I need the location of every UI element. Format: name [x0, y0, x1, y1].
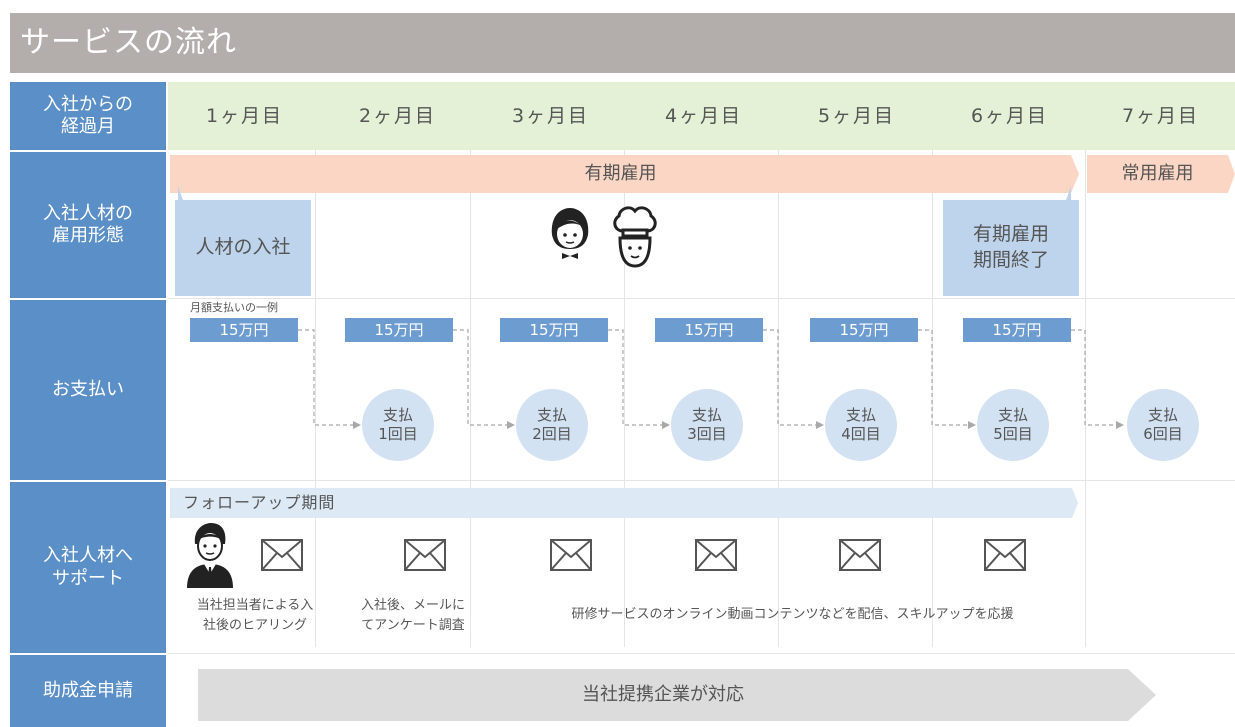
payment-amount: 15万円: [655, 318, 763, 342]
regular-employment-label: 常用雇用: [1121, 163, 1194, 184]
installment-circle: 支払 4回目: [825, 389, 897, 461]
installment-circle: 支払 2回目: [516, 389, 588, 461]
installment-circle: 支払 1回目: [362, 389, 434, 461]
grid-hline: [168, 653, 1235, 654]
row-header-employment: 入社人材の 雇用形態: [10, 152, 166, 298]
installment-circle: 支払 5回目: [977, 389, 1049, 461]
grid-hline: [168, 480, 1235, 481]
grid-vline: [778, 150, 779, 647]
payment-amount: 15万円: [500, 318, 608, 342]
fixed-term-label: 有期雇用: [584, 163, 657, 184]
grid-vline: [1085, 150, 1086, 647]
hire-box: 人材の入社: [175, 200, 311, 296]
subsidy-arrow: [198, 669, 1156, 721]
support-note-survey: 入社後、メールに てアンケート調査: [360, 598, 465, 633]
row-header-payment: お支払い: [10, 300, 166, 480]
followup-label: フォローアップ期間: [183, 493, 336, 512]
mail-icon: [839, 539, 881, 571]
month-1: 1ヶ月目: [205, 105, 284, 127]
payment-amount: 15万円: [345, 318, 453, 342]
end-box-pointer: [1066, 186, 1071, 200]
mail-icon: [404, 539, 446, 571]
payment-amount: 15万円: [190, 318, 298, 342]
female-staff-icon: [551, 208, 589, 259]
row-header-support: 入社人材へ サポート: [10, 482, 166, 653]
regular-employment-arrow: [1087, 155, 1235, 193]
grid-vline: [624, 150, 625, 647]
mail-icon: [550, 539, 592, 571]
month-5: 5ヶ月目: [817, 105, 896, 127]
followup-arrow: [170, 488, 1078, 518]
grid-vline: [315, 150, 316, 647]
grid-hline: [168, 298, 1235, 299]
page-title: サービスの流れ: [20, 25, 237, 60]
chef-icon: [613, 206, 657, 268]
grid-vline: [470, 150, 471, 647]
month-row: [168, 82, 1235, 150]
month-6: 6ヶ月目: [970, 105, 1049, 127]
month-4: 4ヶ月目: [664, 105, 743, 127]
support-note-training: 研修サービスのオンライン動画コンテンツなどを配信、スキルアップを応援: [571, 607, 1014, 622]
employment-arrows: [170, 155, 1235, 193]
payment-amount: 15万円: [810, 318, 918, 342]
month-7: 7ヶ月目: [1121, 105, 1200, 127]
subsidy-label: 当社提携企業が対応: [582, 684, 744, 705]
mail-icon: [984, 539, 1026, 571]
row-header-subsidy: 助成金申請: [10, 655, 166, 727]
mail-icon: [261, 539, 303, 571]
installment-circle: 支払 6回目: [1127, 389, 1199, 461]
support-note-hearing: 当社担当者による入 社後のヒアリング: [196, 598, 314, 633]
month-2: 2ヶ月目: [358, 105, 437, 127]
fixed-term-arrow: [170, 155, 1079, 193]
row-header-elapsed-months: 入社からの 経過月: [10, 82, 166, 150]
payment-example-label: 月額支払いの一例: [190, 301, 278, 314]
staff-person-icon: [187, 523, 233, 588]
payment-flow-connectors: [298, 329, 1124, 429]
installment-circle: 支払 3回目: [671, 389, 743, 461]
payment-amount: 15万円: [963, 318, 1071, 342]
hire-box-pointer: [178, 186, 183, 200]
mail-icon: [695, 539, 737, 571]
month-3: 3ヶ月目: [511, 105, 590, 127]
title-bar: [10, 13, 1235, 73]
grid-vline: [932, 150, 933, 647]
end-box: 有期雇用 期間終了: [943, 200, 1079, 296]
